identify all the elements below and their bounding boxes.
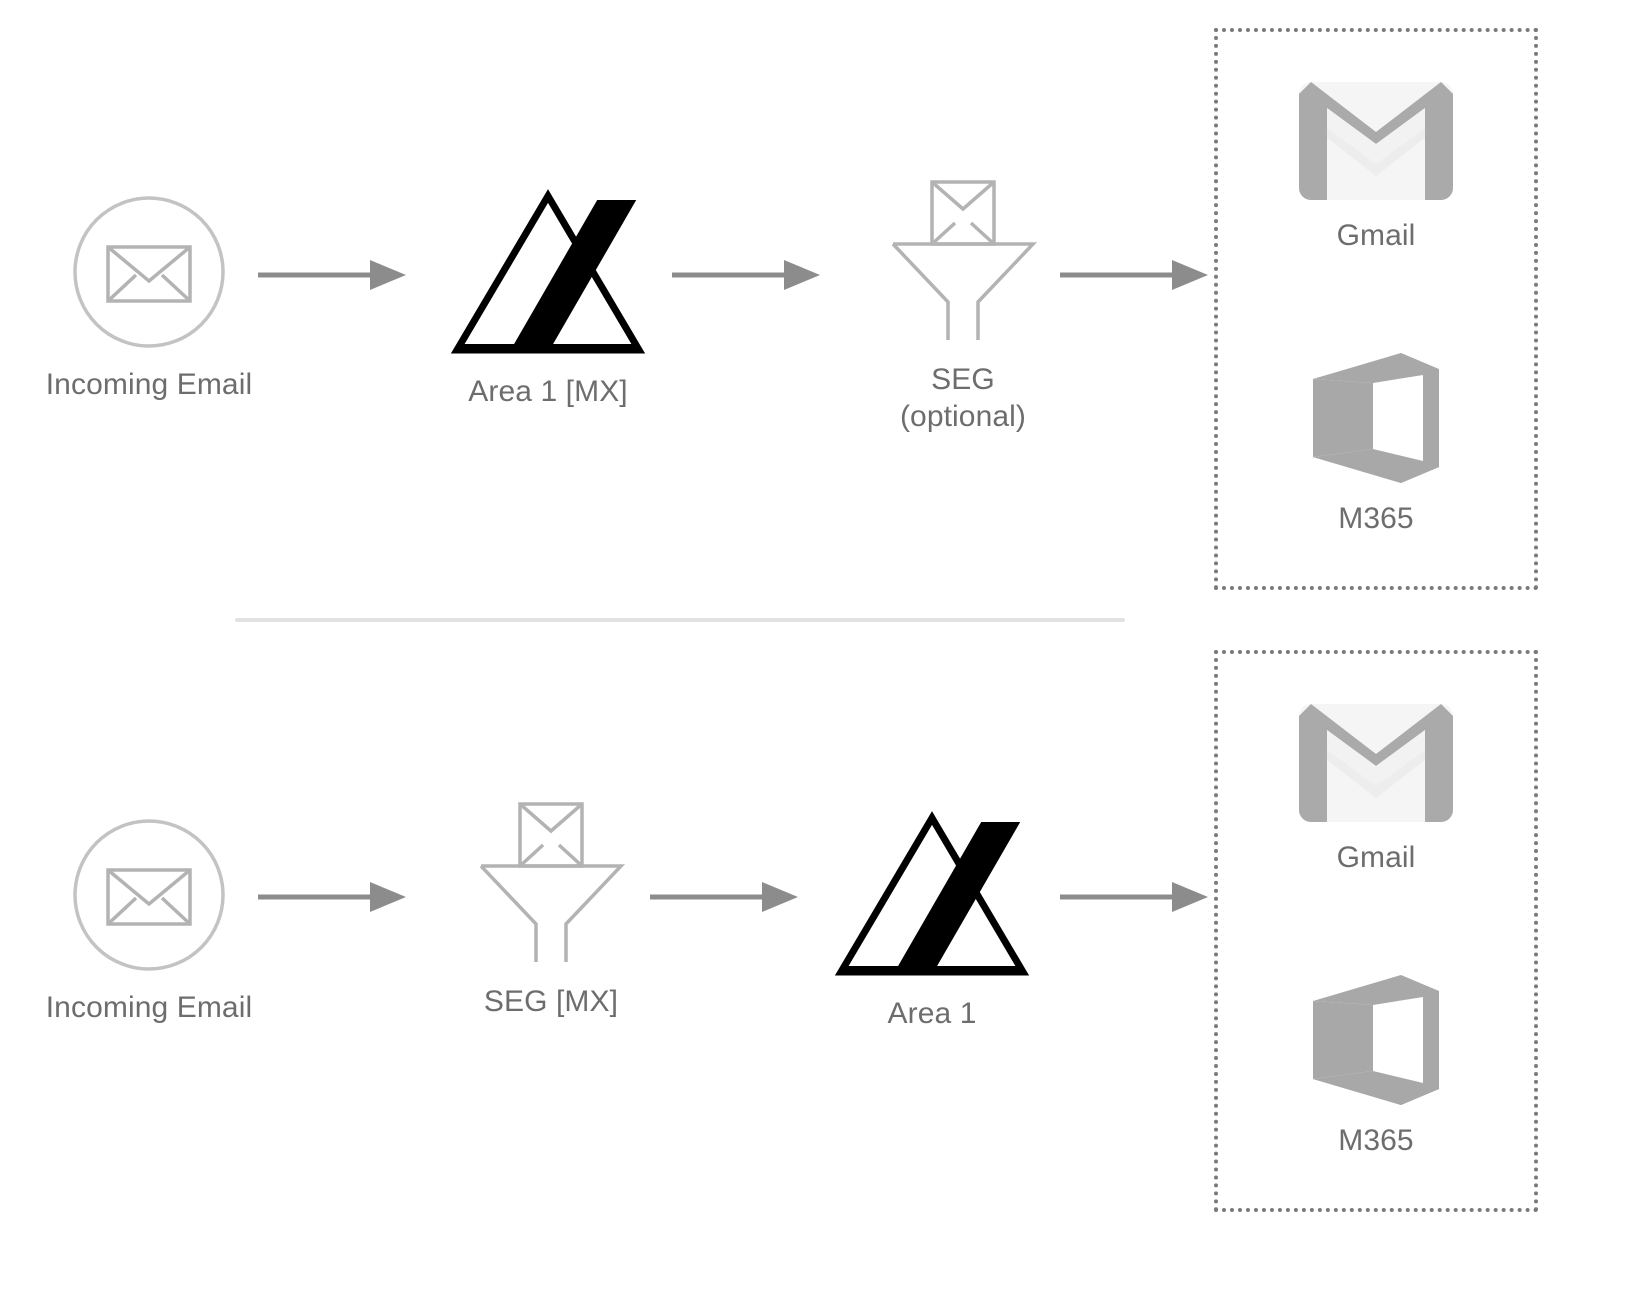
arrow-bottom-1: [258, 880, 408, 914]
node-area1-mx-top: Area 1 [MX]: [438, 189, 658, 411]
envelope-circle-icon: [72, 195, 226, 349]
area1-triangle-logo: [450, 189, 646, 356]
node-label-seg-optional-top: SEG (optional): [899, 363, 1027, 433]
envelope-circle-icon: [72, 818, 226, 972]
node-incoming-email-bottom: Incoming Email: [40, 818, 258, 1027]
node-incoming-email-top: Incoming Email: [40, 195, 258, 404]
arrow-top-2: [672, 258, 822, 292]
arrow-bottom-3: [1060, 880, 1210, 914]
arrow-top-1: [258, 258, 408, 292]
dest-item-m365-bottom: M365: [1313, 973, 1439, 1160]
arrow-bottom-2: [650, 880, 800, 914]
gmail-logo: [1297, 702, 1455, 824]
dest-item-m365-top: M365: [1313, 351, 1439, 538]
arrow-top-3: [1060, 258, 1210, 292]
node-seg-optional-top: SEG (optional): [862, 178, 1064, 435]
node-label-incoming-email-top: Incoming Email: [45, 368, 253, 401]
seg-funnel-icon: [883, 178, 1043, 344]
node-seg-mx-bottom: SEG [MX]: [450, 800, 652, 1021]
dest-label-gmail-bottom: Gmail: [1336, 841, 1416, 875]
area1-triangle-logo: [834, 811, 1030, 978]
node-label-area1-bottom: Area 1: [887, 997, 977, 1030]
m365-logo: [1313, 973, 1439, 1107]
dest-item-gmail-top: Gmail: [1297, 80, 1455, 255]
dest-item-gmail-bottom: Gmail: [1297, 702, 1455, 877]
node-label-area1-mx-top: Area 1 [MX]: [468, 375, 628, 408]
section-divider: [235, 618, 1125, 622]
dest-label-gmail-top: Gmail: [1336, 219, 1416, 253]
dest-label-m365-bottom: M365: [1338, 1124, 1414, 1158]
destinations-bottom: Gmail M365: [1214, 650, 1538, 1212]
m365-logo: [1313, 351, 1439, 485]
destinations-top: Gmail M365: [1214, 28, 1538, 590]
node-label-seg-mx-bottom: SEG [MX]: [483, 985, 619, 1018]
dest-label-m365-top: M365: [1338, 502, 1414, 536]
gmail-logo: [1297, 80, 1455, 202]
node-area1-bottom: Area 1: [822, 811, 1042, 1033]
node-label-incoming-email-bottom: Incoming Email: [45, 991, 253, 1024]
seg-funnel-icon: [471, 800, 631, 966]
